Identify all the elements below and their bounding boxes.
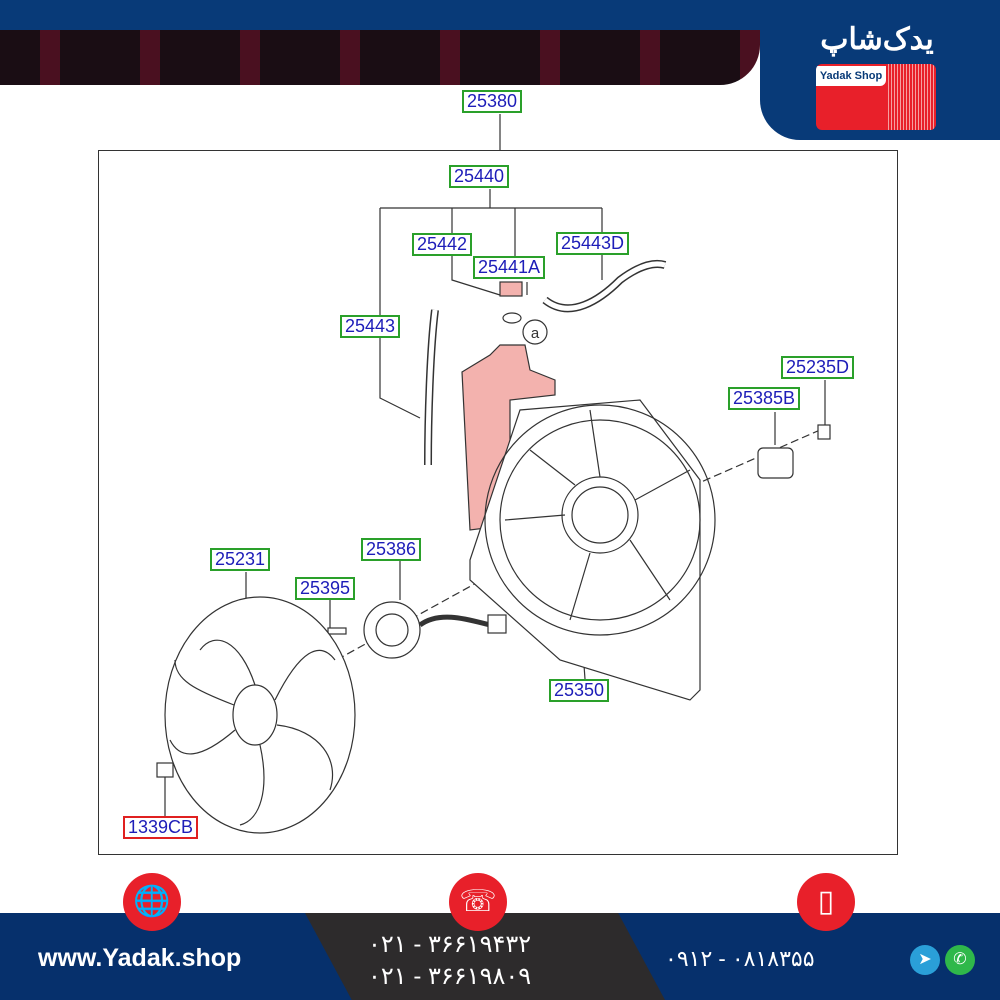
part-label-25386[interactable]: 25386 [361, 538, 422, 561]
logo-text-en: Yadak Shop [816, 66, 886, 86]
whatsapp-icon[interactable]: ✆ [945, 945, 975, 975]
part-label-25443[interactable]: 25443 [340, 315, 401, 338]
shroud-25350 [469, 399, 716, 701]
part-label-25385b[interactable]: 25385B [728, 387, 801, 410]
phone-2[interactable]: ۰۲۱ - ۳۶۶۱۹۸۰۹ [368, 963, 532, 990]
mobile-phone-icon: ▯ [797, 873, 855, 931]
part-label-25443d[interactable]: 25443D [556, 232, 630, 255]
diagram-frame [98, 150, 898, 855]
sensor-25385b [757, 424, 831, 479]
mobile-number[interactable]: ۰۹۱۲ - ۰۸۱۸۳۵۵ [665, 946, 815, 971]
part-label-25395[interactable]: 25395 [295, 577, 356, 600]
hose-25443d [542, 259, 667, 313]
part-label-25441a[interactable]: 25441A [473, 256, 546, 279]
telegram-icon[interactable]: ➤ [910, 945, 940, 975]
phone-1[interactable]: ۰۲۱ - ۳۶۶۱۹۴۳۲ [368, 931, 532, 958]
part-label-25350[interactable]: 25350 [549, 679, 610, 702]
gasket-25442 [502, 312, 522, 324]
part-label-25380[interactable]: 25380 [462, 90, 523, 113]
part-label-25442[interactable]: 25442 [412, 233, 473, 256]
brand-pattern-banner [0, 30, 760, 85]
logo-text-fa: یدک‌شاپ [820, 23, 934, 56]
globe-icon: 🌐 [123, 873, 181, 931]
hose-25443 [424, 309, 439, 466]
logo: Yadak Shop [816, 64, 936, 130]
fan-25231 [164, 596, 356, 834]
part-label-25231[interactable]: 25231 [210, 548, 271, 571]
callout-a: a [531, 325, 540, 342]
telephone-icon: ☏ [449, 873, 507, 931]
motor-25386 [363, 601, 507, 659]
part-label-25235d[interactable]: 25235D [781, 356, 855, 379]
nut-1339cb [156, 762, 174, 778]
logo-stripes [886, 64, 936, 130]
website-link[interactable]: www.Yadak.shop [38, 944, 242, 972]
callout-circle [522, 319, 548, 345]
bolt-25395 [327, 627, 347, 635]
part-label-1339cb[interactable]: 1339CB [123, 816, 199, 839]
part-label-25440[interactable]: 25440 [449, 165, 510, 188]
cap-25441a [499, 281, 523, 297]
